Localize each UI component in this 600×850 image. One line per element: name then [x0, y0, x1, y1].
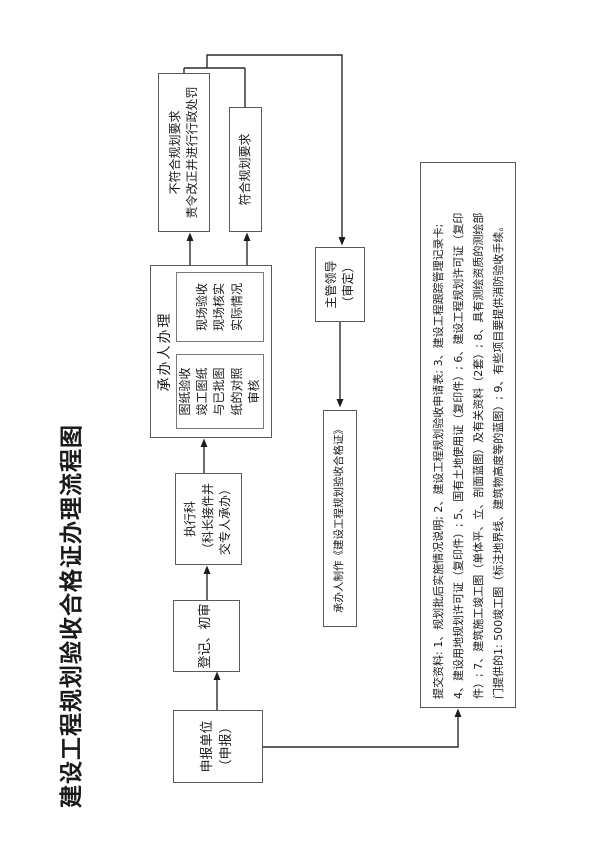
node-handler-group: 承办人办理 图纸验收 竣工图纸 与已批图 纸的对照 审核 现场验收 现场核实 实…: [150, 265, 272, 438]
node-site-review: 现场验收 现场核实 实际情况: [176, 272, 264, 342]
node-declare-unit: 申报单位 （申报）: [173, 710, 263, 783]
node-materials-note: 提交资料: 1、规划批后实施情况说明; 2、建设工程规划验收申请表; 3、建设工…: [420, 162, 516, 708]
page-title: 建设工程规划验收合格证办理流程图: [59, 424, 85, 808]
node-drawing-review: 图纸验收 竣工图纸 与已批图 纸的对照 审核: [176, 354, 264, 429]
node-leader-approval: 主管领导 （审定）: [315, 247, 365, 322]
node-certificate-issue: 承办人制作《建设工程规划验收合格证》: [323, 410, 357, 627]
handler-group-label: 承办人办理: [157, 311, 173, 392]
node-conforming: 符合规划要求: [229, 107, 262, 232]
node-register-review: 登记、初审: [173, 600, 240, 672]
connector-declare-to-materials: [263, 708, 462, 748]
node-executor-section: 执行科 （科长接件并 交专人承办）: [175, 473, 242, 565]
connector-merge-to-leader: [206, 54, 346, 246]
node-nonconforming: 不符合规划要求 责令改正并进行行政处罚: [158, 73, 210, 232]
